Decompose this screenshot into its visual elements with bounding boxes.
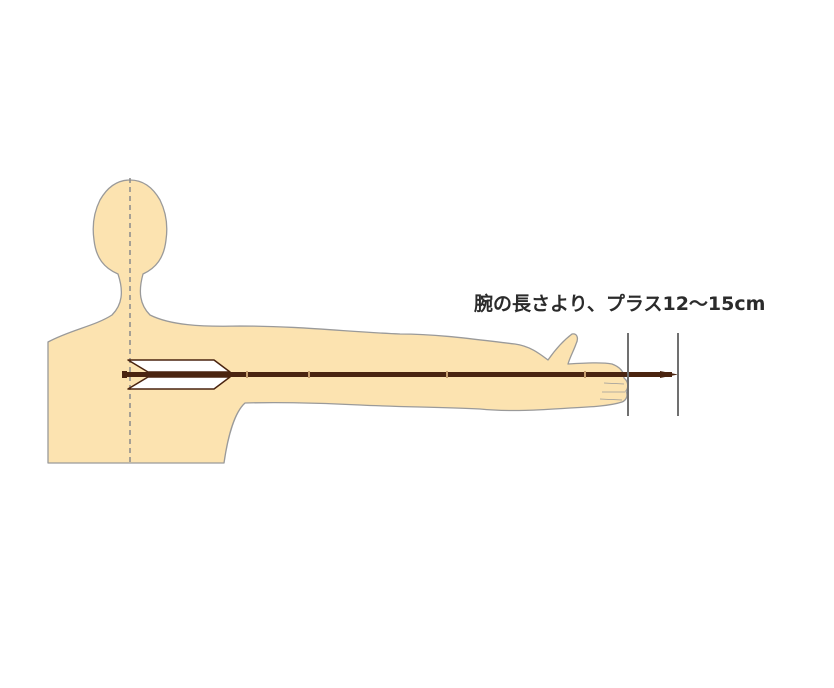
finger-crease bbox=[599, 382, 625, 401]
body-outline bbox=[47, 179, 629, 464]
arrow-point bbox=[660, 371, 678, 378]
arrow-nock bbox=[122, 371, 127, 378]
arrow-fletching-lower bbox=[127, 376, 231, 390]
arrow-shaft bbox=[124, 372, 672, 377]
arrow bbox=[122, 359, 678, 390]
arrow-fletching-upper bbox=[127, 359, 231, 373]
human-silhouette bbox=[47, 179, 629, 464]
shaft-nodes bbox=[246, 371, 586, 378]
extra-length-label: 腕の長さより、プラス12〜15cm bbox=[474, 293, 766, 315]
